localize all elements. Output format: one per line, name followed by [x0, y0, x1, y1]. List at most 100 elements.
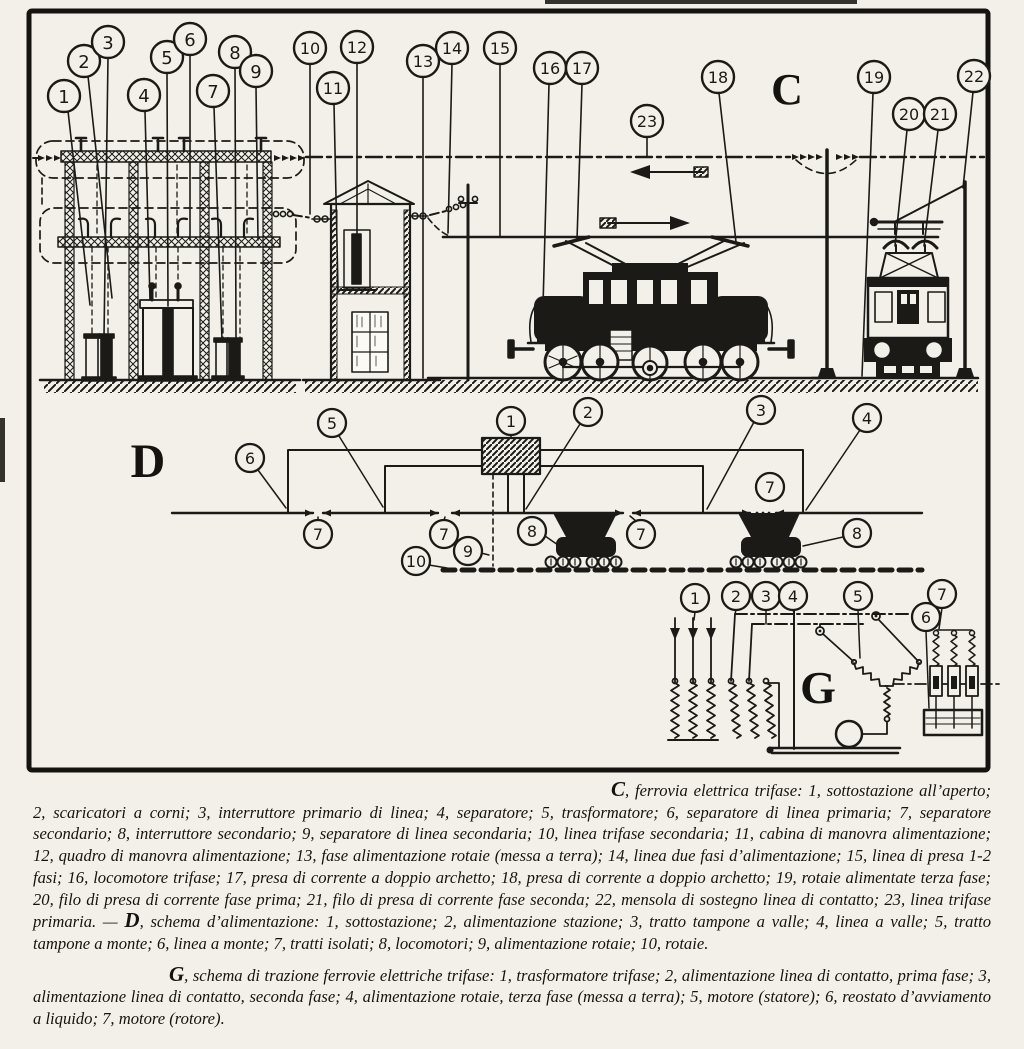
svg-text:2: 2: [78, 52, 89, 73]
callout-c-23: 23: [629, 103, 665, 157]
svg-text:3: 3: [761, 587, 771, 606]
buffers: [507, 339, 795, 359]
callout-d-7b: 7: [428, 516, 460, 550]
svg-text:22: 22: [964, 67, 984, 86]
svg-text:7: 7: [313, 525, 323, 544]
callout-d-4: 4: [805, 402, 883, 511]
diagram-c: C 1 2 3 4 5 6 7 8 9 10 11 12 13 14 15 16…: [32, 21, 992, 393]
callout-d-7d: 7: [754, 471, 786, 503]
caption-text-g: , schema di trazione ferrovie elettriche…: [33, 965, 991, 1029]
svg-text:15: 15: [490, 39, 510, 58]
cabin-switchboard: [339, 229, 377, 291]
svg-text:6: 6: [245, 449, 255, 468]
callout-d-6: 6: [234, 442, 287, 509]
callout-c-19: 19: [856, 59, 892, 377]
caption-letter-d: D: [124, 908, 140, 933]
caption-letter-c: C: [611, 777, 626, 801]
svg-text:5: 5: [853, 587, 863, 606]
svg-text:3: 3: [756, 401, 766, 420]
busbar-top: [60, 150, 272, 163]
lattice-column: [128, 161, 139, 381]
callout-c-4: 4: [126, 77, 162, 301]
ground-hatch-right: [814, 380, 978, 392]
rail-bar: [766, 746, 902, 755]
callout-c-17: 17: [564, 50, 600, 241]
contact-line-d: [170, 509, 924, 517]
driving-wheels: [543, 342, 760, 382]
svg-text:3: 3: [102, 33, 113, 54]
buffer-disc: [871, 339, 893, 361]
cab-windows: [589, 280, 707, 304]
feeder-loop-outer: [287, 449, 804, 514]
svg-text:6: 6: [921, 608, 931, 627]
callout-d-9: 9: [452, 535, 490, 567]
svg-text:8: 8: [527, 522, 537, 541]
callout-d-2: 2: [525, 396, 604, 510]
svg-text:7: 7: [439, 525, 449, 544]
handrails: [528, 298, 774, 343]
callout-d-5: 5: [316, 407, 384, 508]
svg-text:6: 6: [184, 30, 195, 51]
svg-text:1: 1: [506, 412, 516, 431]
svg-text:11: 11: [323, 79, 343, 98]
caption-text-d: , schema d’alimentazione: 1, sottostazio…: [33, 912, 991, 953]
callout-d-8b: 8: [802, 517, 873, 549]
loco-silhouette-2: [729, 513, 808, 569]
letter-d: D: [131, 435, 166, 488]
direction-arrow-right: [599, 216, 690, 230]
svg-text:23: 23: [637, 112, 657, 131]
busbar-secondary: [57, 236, 281, 248]
dashed-droppers: [91, 164, 248, 341]
stator-winding: [850, 658, 923, 735]
buffer-disc: [923, 339, 945, 361]
transformer: [138, 282, 198, 382]
callout-d-1: 1: [495, 405, 527, 439]
caption-letter-g: G: [169, 961, 185, 986]
diagram-g: G: [667, 578, 1003, 755]
feeder-loop-inner: [384, 465, 704, 514]
caption-paragraph-cd: C, ferrovia elettrica trifase: 1, sottos…: [33, 777, 991, 955]
svg-text:7: 7: [207, 82, 218, 103]
cabin-window: [351, 311, 389, 373]
svg-text:20: 20: [899, 105, 919, 124]
svg-text:5: 5: [327, 414, 337, 433]
letter-g: G: [800, 662, 836, 713]
callout-g-3: 3: [750, 580, 782, 625]
locomotive-front: [864, 239, 952, 377]
svg-text:2: 2: [731, 587, 741, 606]
callout-g-5: 5: [842, 580, 874, 659]
svg-text:19: 19: [864, 68, 884, 87]
svg-text:7: 7: [937, 585, 947, 604]
callouts-c: 1 2 3 4 5 6 7 8 9 10 11 12 13 14 15 16 1…: [46, 21, 992, 379]
scan-top-artifact: [545, 0, 857, 4]
svg-text:12: 12: [347, 38, 367, 57]
support-bracket: [869, 185, 964, 235]
loco-silhouette-1: [544, 513, 623, 569]
svg-text:4: 4: [862, 409, 872, 428]
callout-c-18: 18: [700, 59, 737, 243]
cabin-wall: [403, 209, 411, 381]
callout-g-1: 1: [679, 582, 711, 621]
svg-text:16: 16: [540, 59, 560, 78]
letter-c: C: [771, 65, 803, 114]
svg-text:7: 7: [636, 525, 646, 544]
callout-d-7a: 7: [302, 516, 334, 550]
svg-text:4: 4: [788, 587, 798, 606]
lattice-column: [199, 161, 210, 381]
circuit-breaker-bay1: [81, 333, 117, 382]
callout-c-11: 11: [315, 70, 351, 291]
diagram-d: D: [131, 394, 925, 577]
caption-text-c: , ferrovia elettrica trifase: 1, sottost…: [33, 781, 991, 932]
svg-text:8: 8: [229, 43, 240, 64]
svg-text:5: 5: [161, 48, 172, 69]
circuit-breaker-bay3: [211, 337, 245, 381]
svg-text:10: 10: [406, 552, 426, 571]
callouts-g: 1 2 3 4 5 6 7: [679, 578, 958, 709]
callout-g-2: 2: [720, 580, 752, 615]
svg-text:9: 9: [463, 542, 473, 561]
callout-c-1: 1: [46, 78, 91, 306]
callout-c-21: 21: [922, 96, 958, 247]
scan-edge-artifact: [0, 418, 5, 482]
figure-border-frame: [26, 8, 991, 773]
